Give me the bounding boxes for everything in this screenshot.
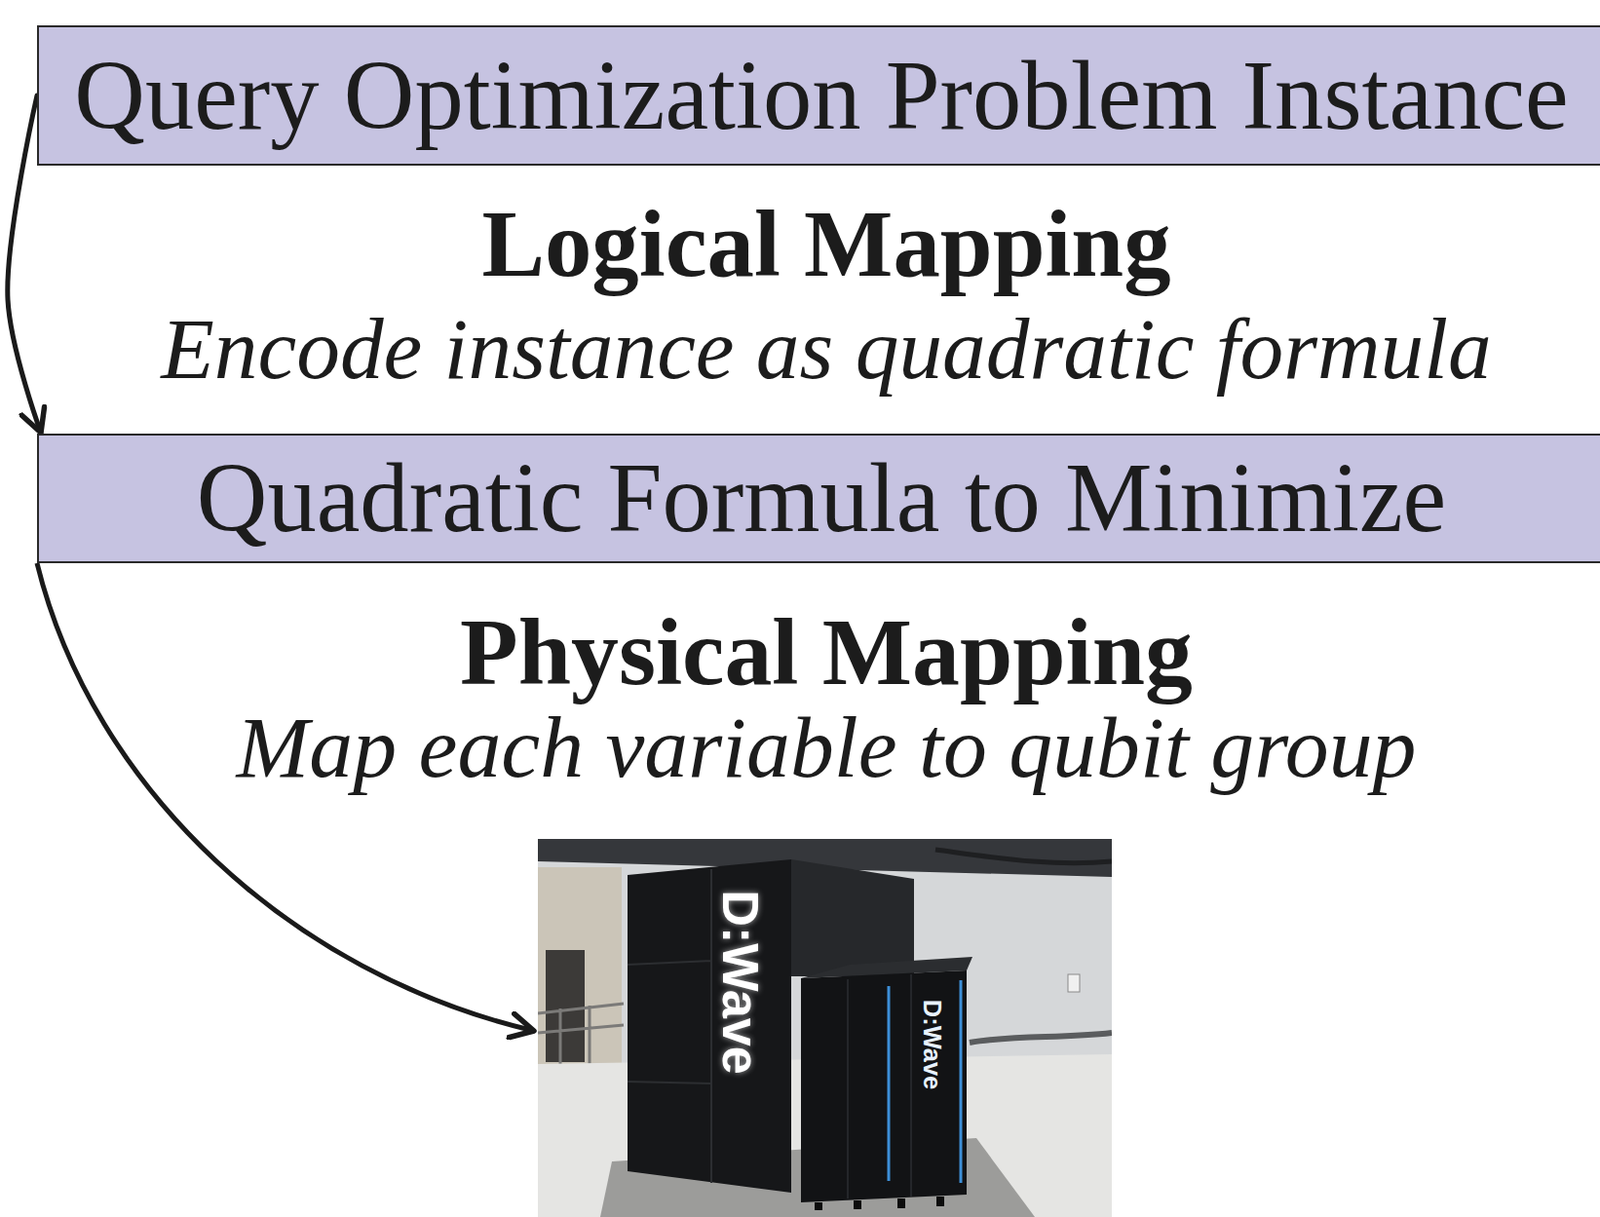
band-title: Quadratic Formula to Minimize xyxy=(196,444,1447,553)
cabinet-side xyxy=(791,859,915,977)
machine-logo: D:Wave xyxy=(711,889,767,1075)
machine-photo xyxy=(537,838,1112,1217)
stair-railing xyxy=(537,1003,624,1067)
machine-logo: D:Wave xyxy=(918,999,947,1090)
band-box: Quadratic Formula to Minimize xyxy=(37,433,1600,564)
wall-outlet xyxy=(1067,974,1080,992)
wall-cable xyxy=(969,1032,1112,1043)
mapping-description: Map each variable to qubit group xyxy=(236,699,1417,797)
ceiling-cable xyxy=(935,849,1112,864)
band-box: Query Optimization Problem Instance xyxy=(37,25,1600,166)
status-lights xyxy=(888,980,961,1183)
mapping-label: Map each variable to qubit group xyxy=(236,699,1417,797)
mapping-description: Encode instance as quadratic formula xyxy=(160,301,1492,397)
logo-text: D:Wave xyxy=(918,999,947,1090)
physical-mapping-arrow xyxy=(37,563,534,1031)
small-cabinet xyxy=(800,970,967,1203)
cabinet-feet xyxy=(818,1196,941,1211)
logo-text: D:Wave xyxy=(711,889,767,1075)
cabinet-seams xyxy=(627,869,712,1183)
mapping-arrow xyxy=(7,95,41,433)
mapping-label: Encode instance as quadratic formula xyxy=(160,301,1492,397)
mapping-title: Physical Mapping xyxy=(459,600,1193,705)
mapping-label: Logical Mapping xyxy=(481,192,1171,297)
side-room xyxy=(537,867,622,1067)
small-cabinet-seams xyxy=(847,974,912,1199)
mapping-label: Physical Mapping xyxy=(459,600,1193,705)
cabinet-front xyxy=(627,859,792,1193)
mapping-title: Logical Mapping xyxy=(481,192,1171,297)
band-title: Query Optimization Problem Instance xyxy=(74,41,1568,151)
side-door xyxy=(545,950,585,1063)
room-wall xyxy=(537,838,1112,1217)
